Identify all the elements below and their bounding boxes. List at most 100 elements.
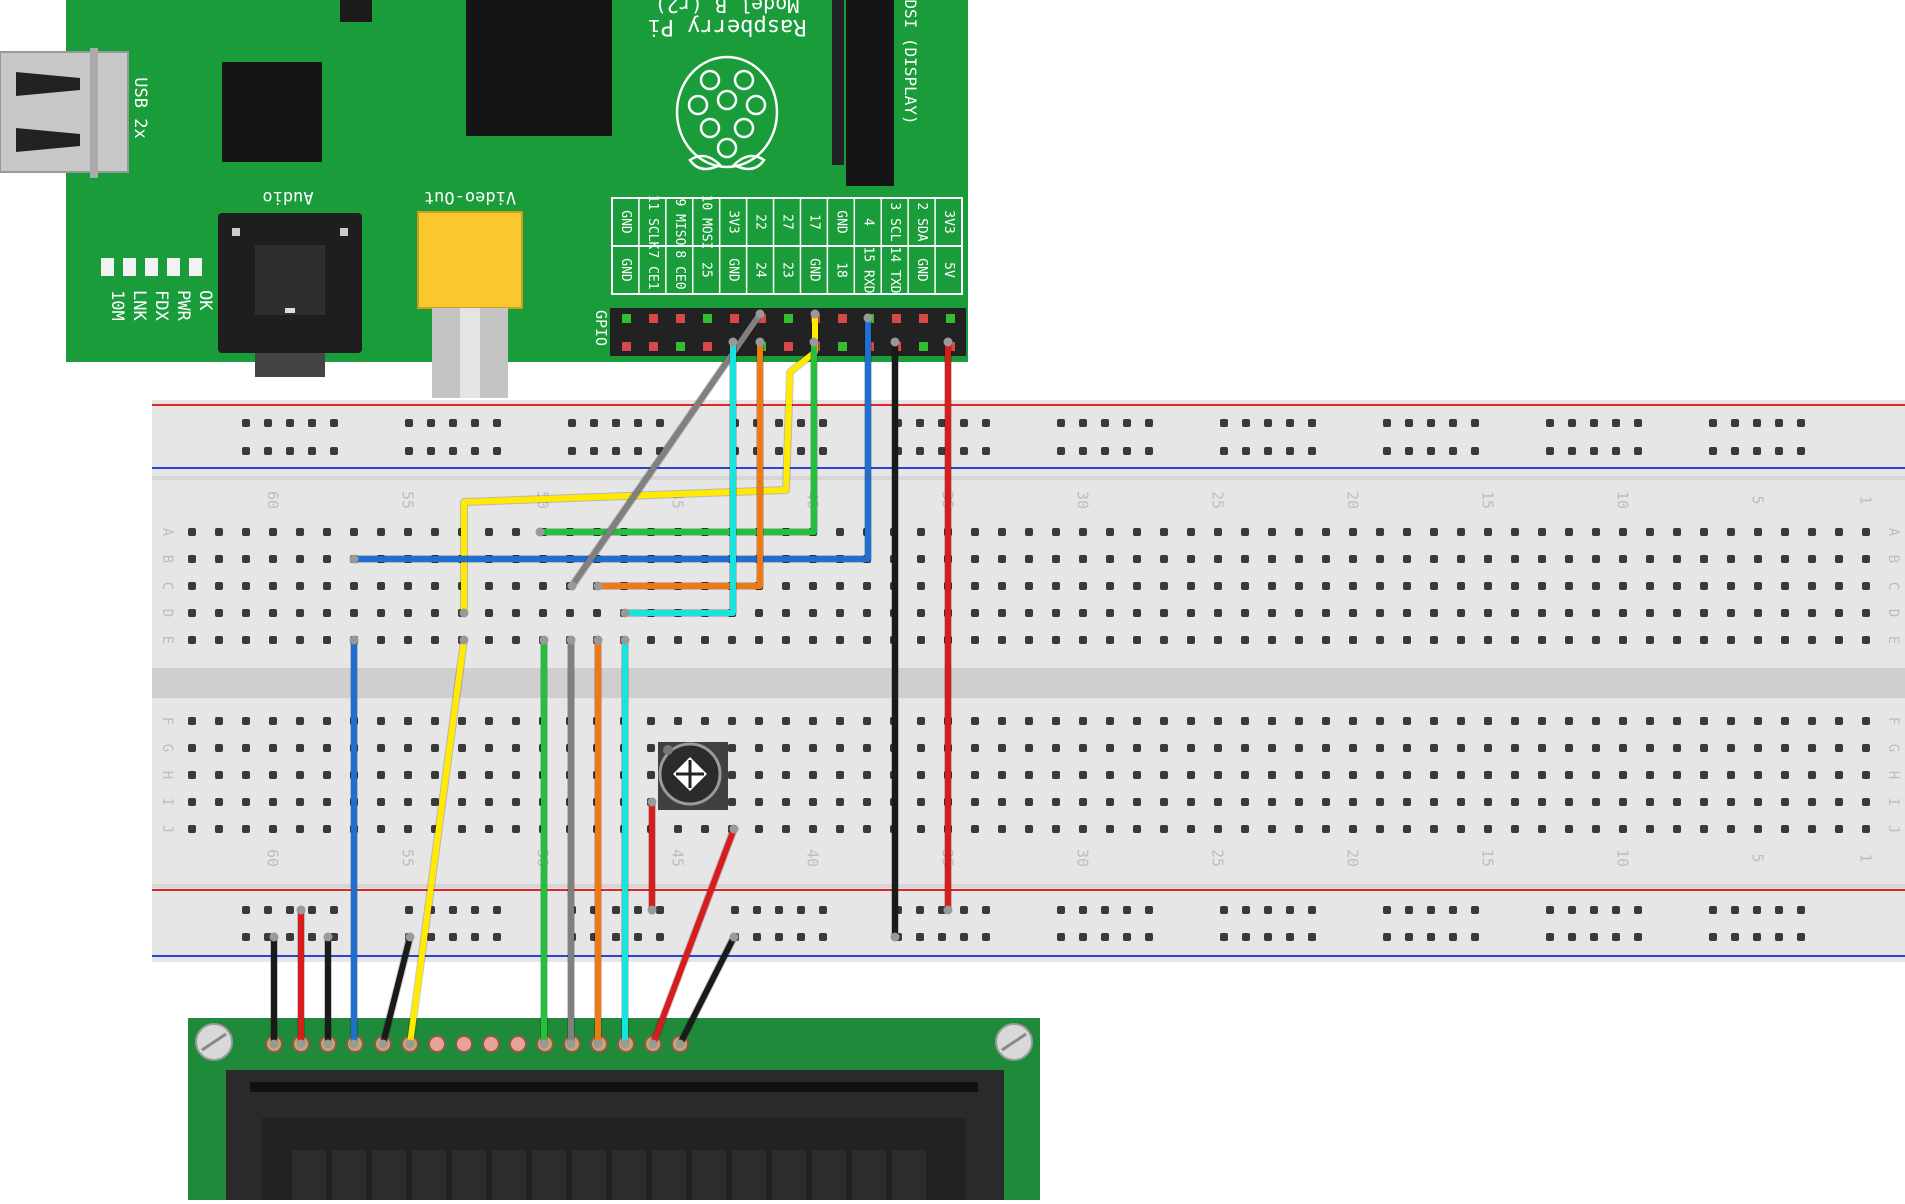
breadboard-hole (431, 582, 439, 590)
breadboard-hole (1295, 717, 1303, 725)
breadboard-hole (1214, 528, 1222, 536)
breadboard-hole (431, 771, 439, 779)
breadboard-hole (1106, 609, 1114, 617)
breadboard-hole (863, 717, 871, 725)
breadboard-hole (330, 447, 338, 455)
breadboard-hole (1612, 447, 1620, 455)
mount-screw-left-icon (195, 1023, 233, 1061)
breadboard-hole (1187, 582, 1195, 590)
breadboard-hole (1322, 528, 1330, 536)
breadboard-hole (512, 528, 520, 536)
breadboard-hole (1160, 717, 1168, 725)
breadboard-hole (404, 798, 412, 806)
wire-end (566, 1039, 576, 1049)
row-letter: C (159, 582, 175, 590)
lcd-character-cell (572, 1150, 606, 1200)
gpio-cell-label: 23 (780, 262, 795, 278)
breadboard-hole (1781, 609, 1789, 617)
breadboard-hole (1673, 528, 1681, 536)
breadboard-hole (215, 555, 223, 563)
row-letter: H (159, 771, 175, 779)
breadboard-hole (775, 933, 783, 941)
breadboard-hole (1376, 798, 1384, 806)
breadboard-hole (286, 906, 294, 914)
gpio-pin (730, 314, 739, 323)
breadboard-hole (1430, 555, 1438, 563)
breadboard-hole (1673, 744, 1681, 752)
row-letter: C (1885, 582, 1901, 590)
breadboard-hole (485, 717, 493, 725)
wire-end (566, 635, 576, 645)
breadboard-hole (1322, 636, 1330, 644)
breadboard-hole (1619, 771, 1627, 779)
breadboard-hole (782, 771, 790, 779)
breadboard-hole (701, 636, 709, 644)
breadboard-hole (1079, 933, 1087, 941)
breadboard-hole (188, 582, 196, 590)
breadboard-hole (1145, 447, 1153, 455)
gpio-cell-label: 3 SCL (887, 202, 902, 241)
breadboard-hole (405, 447, 413, 455)
breadboard-hole (634, 447, 642, 455)
breadboard-hole (1160, 555, 1168, 563)
breadboard-hole (1187, 771, 1195, 779)
breadboard-hole (634, 906, 642, 914)
breadboard-hole (1590, 419, 1598, 427)
breadboard-hole (485, 636, 493, 644)
breadboard-hole (960, 419, 968, 427)
breadboard-hole (1268, 555, 1276, 563)
breadboard-hole (493, 419, 501, 427)
breadboard-hole (1781, 582, 1789, 590)
breadboard-hole (1808, 636, 1816, 644)
breadboard-hole (1565, 609, 1573, 617)
breadboard-hole (1619, 528, 1627, 536)
breadboard-hole (1349, 582, 1357, 590)
breadboard-hole (1590, 933, 1598, 941)
breadboard-hole (493, 906, 501, 914)
breadboard-hole (308, 933, 316, 941)
breadboard-hole (1753, 906, 1761, 914)
breadboard-hole (264, 419, 272, 427)
breadboard-hole (1471, 933, 1479, 941)
breadboard-hole (1484, 528, 1492, 536)
breadboard-hole (836, 798, 844, 806)
breadboard-hole (1457, 798, 1465, 806)
breadboard-hole (1349, 825, 1357, 833)
breadboard-hole (1781, 555, 1789, 563)
breadboard-hole (1727, 825, 1735, 833)
breadboard-hole (1808, 798, 1816, 806)
column-number: 5 (1749, 495, 1767, 504)
breadboard-hole (1214, 798, 1222, 806)
breadboard-hole (1133, 555, 1141, 563)
breadboard-hole (1619, 609, 1627, 617)
gpio-cell-label: GND (618, 258, 633, 282)
breadboard-hole (809, 771, 817, 779)
breadboard-hole (1835, 771, 1843, 779)
breadboard-hole (1427, 419, 1435, 427)
usb-label: USB 2x (130, 77, 150, 138)
breadboard-hole (1214, 636, 1222, 644)
breadboard-hole (1709, 447, 1717, 455)
breadboard-hole (1242, 906, 1250, 914)
breadboard-hole (1079, 528, 1087, 536)
breadboard-hole (449, 906, 457, 914)
breadboard-hole (1538, 582, 1546, 590)
wire-end (620, 608, 630, 618)
breadboard-hole (431, 636, 439, 644)
wire-end (535, 527, 545, 537)
breadboard-hole (1781, 528, 1789, 536)
breadboard-hole (1484, 555, 1492, 563)
breadboard-hole (1646, 771, 1654, 779)
breadboard-hole (1101, 419, 1109, 427)
breadboard-hole (1079, 447, 1087, 455)
breadboard-hole (1079, 744, 1087, 752)
breadboard-hole (1025, 582, 1033, 590)
breadboard-hole (797, 933, 805, 941)
column-number: 40 (804, 849, 822, 867)
breadboard-hole (1187, 528, 1195, 536)
breadboard-hole (1264, 419, 1272, 427)
wire-blue-rpi-to-bb (351, 315, 871, 562)
breadboard-hole (1160, 771, 1168, 779)
gpio-cell-label: 15 RXD (860, 247, 875, 294)
